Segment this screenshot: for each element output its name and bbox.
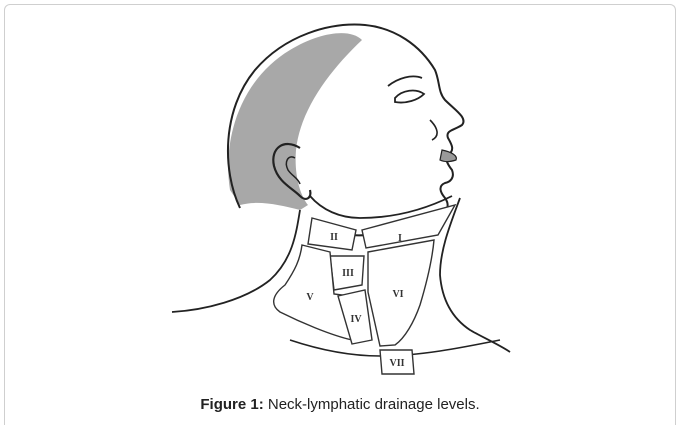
eyebrow: [388, 76, 422, 86]
hair-region: [228, 33, 362, 210]
level-vii-label: VII: [389, 358, 404, 369]
caption-label: Figure 1:: [200, 396, 263, 413]
neck-front-contour: [440, 198, 510, 352]
eye-outline: [395, 91, 424, 103]
level-iii-label: III: [342, 268, 354, 279]
nose: [430, 120, 437, 140]
lips: [440, 150, 456, 162]
figure-caption: Figure 1: Neck-lymphatic drainage levels…: [0, 396, 680, 413]
level-vi-label: VI: [392, 289, 403, 300]
caption-text: Neck-lymphatic drainage levels.: [264, 396, 480, 413]
level-ii-label: II: [330, 232, 338, 243]
level-iv-label: IV: [350, 314, 362, 325]
level-i-label: I: [398, 233, 402, 244]
level-v-label: V: [306, 292, 314, 303]
